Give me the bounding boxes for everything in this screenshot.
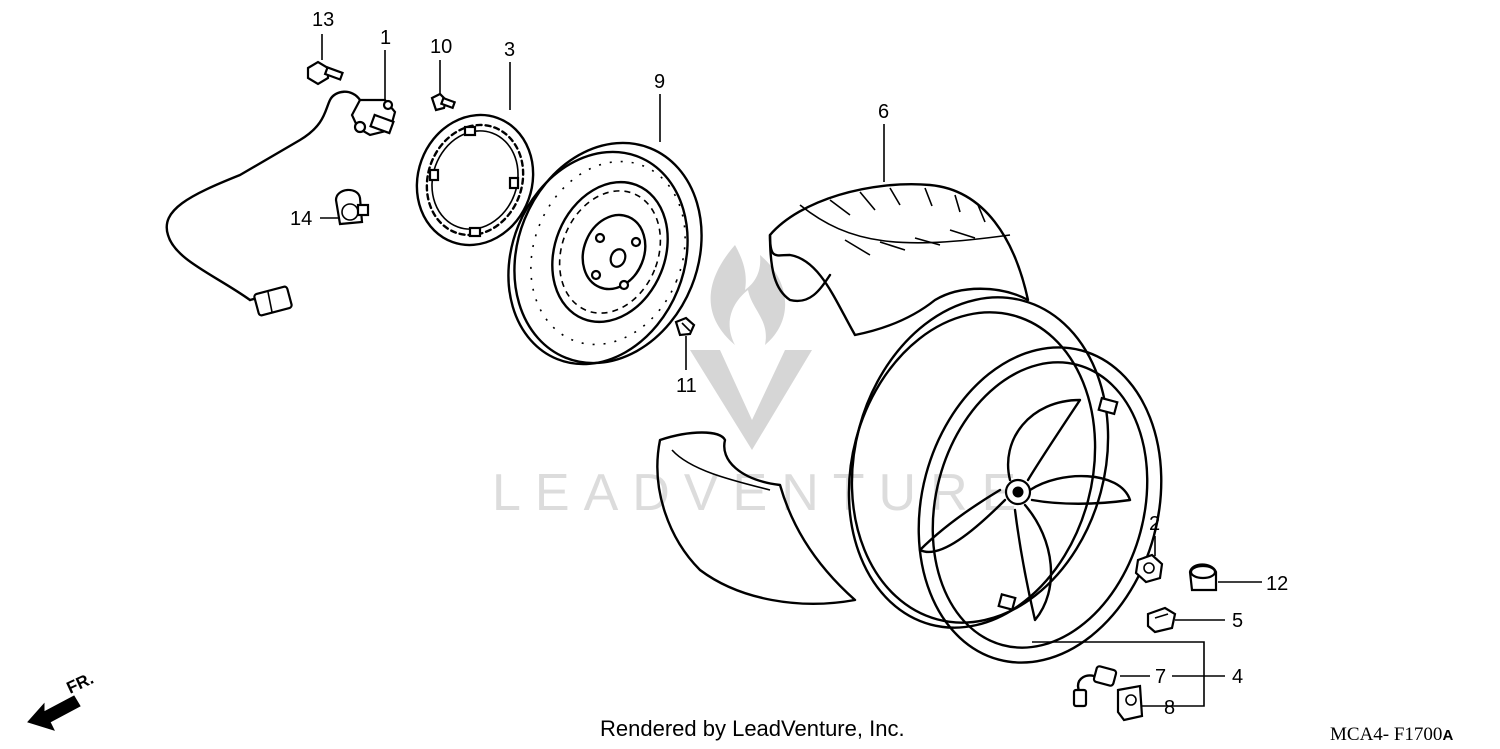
callout-labels: 13 1 10 3 9 6 14 11 2 12 5 7 4 8 xyxy=(290,9,1288,719)
callout-3: 3 xyxy=(504,39,515,61)
front-label: FR. xyxy=(64,669,97,698)
leader-lines xyxy=(320,34,1262,707)
callout-13: 13 xyxy=(312,9,334,31)
diagram-code: MCA4- F1700A xyxy=(1330,724,1453,746)
bolt-13 xyxy=(306,60,344,86)
callout-4: 4 xyxy=(1232,666,1243,688)
callout-5: 5 xyxy=(1232,610,1243,632)
front-direction-marker: FR. xyxy=(27,669,97,731)
bolt-11 xyxy=(674,316,696,337)
diagram-code-main: MCA4- F1700 xyxy=(1330,724,1443,745)
callout-11: 11 xyxy=(676,375,697,397)
callout-12: 12 xyxy=(1266,573,1288,595)
clamp-14 xyxy=(334,188,370,226)
render-credit: Rendered by LeadVenture, Inc. xyxy=(600,716,905,741)
callout-10: 10 xyxy=(430,36,452,58)
brake-disc xyxy=(507,141,703,366)
callout-1: 1 xyxy=(380,27,391,49)
callout-9: 9 xyxy=(654,71,665,93)
screw-10 xyxy=(430,92,457,112)
wheel-speed-sensor xyxy=(165,90,397,317)
nut-2 xyxy=(1134,553,1164,584)
callout-7: 7 xyxy=(1155,666,1166,688)
valve-7 xyxy=(1072,665,1118,708)
callout-2: 2 xyxy=(1149,513,1160,535)
valve-bracket-8 xyxy=(1116,684,1144,722)
callout-6: 6 xyxy=(878,101,889,123)
watermark: LEADVENTURE xyxy=(492,245,1030,522)
watermark-text: LEADVENTURE xyxy=(492,464,1030,522)
clip-5 xyxy=(1146,606,1177,634)
pulser-ring xyxy=(415,113,535,247)
diagram-code-suffix: A xyxy=(1442,727,1454,744)
cap-12 xyxy=(1188,563,1218,592)
rear-wheel xyxy=(847,296,1163,664)
callout-14: 14 xyxy=(290,208,312,230)
tire xyxy=(656,183,1030,605)
callout-8: 8 xyxy=(1164,697,1175,719)
front-arrow-icon xyxy=(27,695,81,731)
